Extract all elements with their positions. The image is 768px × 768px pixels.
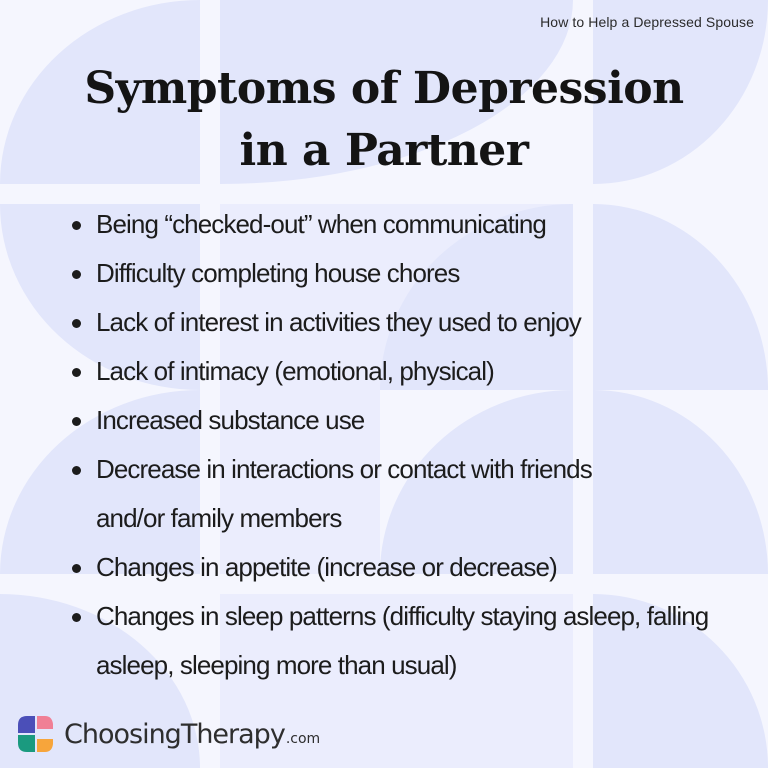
list-item: Difficulty completing house chores bbox=[70, 249, 730, 298]
brand-name: ChoosingTherapy.com bbox=[64, 718, 321, 750]
bullet-icon bbox=[72, 466, 81, 475]
title-line-1: Symptoms of Depression bbox=[84, 63, 684, 114]
bullet-icon bbox=[72, 613, 81, 622]
page-title: Symptoms of Depression in a Partner bbox=[0, 58, 768, 182]
list-item: Changes in sleep patterns (difficulty st… bbox=[70, 592, 730, 690]
choosingtherapy-logo-icon bbox=[18, 716, 53, 752]
list-item: Lack of intimacy (emotional, physical) bbox=[70, 347, 730, 396]
list-item: Changes in appetite (increase or decreas… bbox=[70, 543, 730, 592]
brand-logo[interactable]: ChoosingTherapy.com bbox=[16, 714, 320, 754]
list-item: Decrease in interactions or contact with… bbox=[70, 445, 730, 543]
bullet-icon bbox=[72, 368, 81, 377]
bullet-icon bbox=[72, 319, 81, 328]
title-line-2: in a Partner bbox=[239, 125, 529, 176]
bullet-icon bbox=[72, 417, 81, 426]
list-item: Increased substance use bbox=[70, 396, 730, 445]
bullet-icon bbox=[72, 270, 81, 279]
article-eyebrow: How to Help a Depressed Spouse bbox=[540, 14, 754, 30]
bullet-icon bbox=[72, 564, 81, 573]
symptoms-list: Being “checked-out” when communicating D… bbox=[70, 200, 730, 690]
brand-domain: .com bbox=[285, 730, 321, 747]
list-item: Being “checked-out” when communicating bbox=[70, 200, 730, 249]
bullet-icon bbox=[72, 221, 81, 230]
list-item: Lack of interest in activities they used… bbox=[70, 298, 730, 347]
